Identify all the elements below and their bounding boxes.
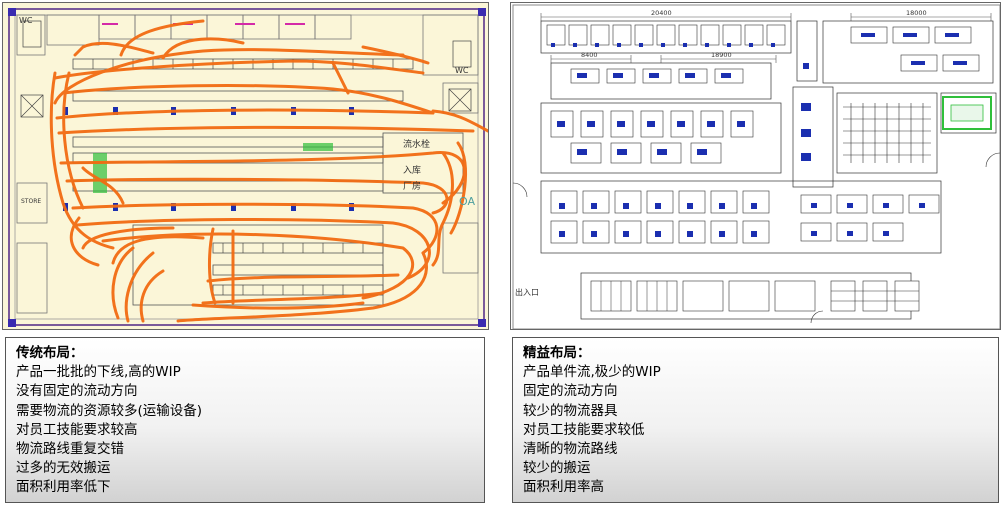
- lean-layout-plan: 20400 18000 8400 18900 出入口: [510, 2, 1001, 330]
- dim-label-top-left: 20400: [651, 9, 672, 17]
- lean-point-5: 清晰的物流路线: [523, 441, 618, 458]
- traditional-point-4: 对员工技能要求较高: [16, 421, 138, 438]
- traditional-point-5: 物流路线重复交错: [16, 441, 124, 458]
- traditional-layout-description: 传统布局： 产品一批批的下线,高的WIP 没有固定的流动方向 需要物流的资源较多…: [5, 337, 485, 503]
- oa-label: OA: [459, 195, 475, 208]
- lean-point-4: 对员工技能要求较低: [523, 421, 645, 438]
- inbound-label: 入库: [403, 164, 421, 176]
- traditional-layout-title: 传统布局：: [16, 345, 84, 361]
- lean-layout-title: 精益布局：: [523, 345, 591, 361]
- lean-point-6: 较少的搬运: [523, 460, 591, 477]
- lean-point-3: 较少的物流器具: [523, 402, 618, 419]
- lean-point-2: 固定的流动方向: [523, 383, 618, 400]
- traditional-point-7: 面积利用率低下: [16, 479, 111, 496]
- dim-label-mid-left: 8400: [581, 51, 598, 59]
- traditional-point-6: 过多的无效搬运: [16, 460, 111, 477]
- assembly-line-label: 流水栓: [403, 138, 430, 150]
- traditional-point-1: 产品一批批的下线,高的WIP: [16, 364, 181, 381]
- traditional-point-3: 需要物流的资源较多(运输设备): [16, 402, 203, 419]
- wc-label-right: WC: [455, 66, 469, 75]
- dim-label-mid-right: 18900: [711, 51, 732, 59]
- wc-label-left: WC: [19, 16, 33, 25]
- lean-layout-description: 精益布局： 产品单件流,极少的WIP 固定的流动方向 较少的物流器具 对员工技能…: [512, 337, 999, 503]
- entrance-label: 出入口: [515, 287, 539, 297]
- store-label: STORE: [21, 198, 41, 205]
- factory-label: 厂房: [403, 180, 421, 192]
- traditional-point-2: 没有固定的流动方向: [16, 383, 138, 400]
- lean-point-1: 产品单件流,极少的WIP: [523, 364, 661, 381]
- traditional-layout-plan: WC WC 流水栓 入库 OA STORE 厂房: [2, 2, 489, 330]
- lean-point-7: 面积利用率高: [523, 479, 604, 496]
- dim-label-top-right: 18000: [906, 9, 927, 17]
